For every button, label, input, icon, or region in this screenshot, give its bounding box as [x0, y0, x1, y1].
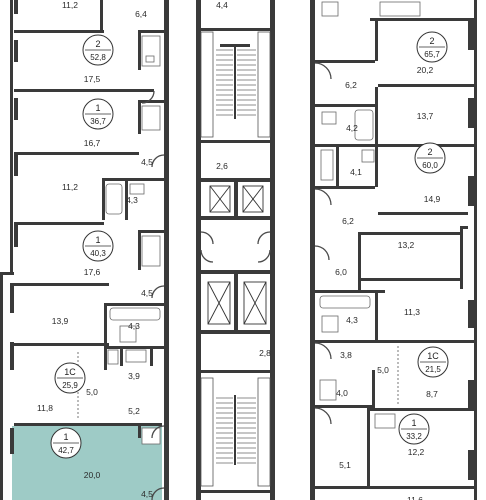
room-area-label: 4,5: [141, 489, 153, 499]
door-swings: [141, 62, 332, 500]
right-bathroom-fixtures: [319, 1, 421, 429]
room-area-label: 20,2: [417, 65, 434, 75]
elevator-shafts: [207, 185, 267, 325]
apartment-badges: 252,8136,7140,31С25,9142,7265,7260,01С21…: [50, 31, 449, 459]
room-area-label: 16,7: [84, 138, 101, 148]
apartment-badge[interactable]: 136,7: [82, 98, 114, 130]
apartment-rooms: 1: [63, 432, 68, 442]
apartment-rooms: 1С: [64, 367, 76, 377]
room-area-label: 11,6: [407, 495, 423, 500]
room-area-label: 4,5: [141, 157, 153, 167]
room-area-label: 5,0: [86, 387, 98, 397]
room-area-label: 4,2: [346, 123, 358, 133]
room-area-label: 4,4: [216, 0, 228, 10]
apartment-rooms: 1: [95, 235, 100, 245]
apartment-rooms: 2: [95, 39, 100, 49]
room-area-label: 4,1: [350, 167, 362, 177]
apartment-badge[interactable]: 265,7: [416, 31, 448, 63]
apartment-rooms: 1С: [427, 351, 439, 361]
apartment-badge[interactable]: 260,0: [414, 142, 446, 174]
core-walls: [196, 0, 315, 500]
stair-treads: [216, 49, 256, 464]
room-area-label: 14,9: [424, 194, 441, 204]
room-area-label: 3,8: [340, 350, 352, 360]
core-shafts: [200, 31, 271, 487]
left-wing-walls: [0, 0, 169, 500]
room-area-label: 6,2: [345, 80, 357, 90]
room-area-label: 4,3: [128, 321, 140, 331]
apartment-rooms: 1: [411, 418, 416, 428]
apartment-area: 21,5: [425, 365, 441, 374]
room-area-label: 11,2: [62, 182, 78, 192]
apartment-area: 36,7: [90, 117, 106, 126]
apartment-rooms: 1: [95, 103, 100, 113]
highlighted-apartment[interactable]: [12, 426, 162, 500]
room-area-label: 8,7: [426, 389, 438, 399]
apartment-badge[interactable]: 1С 21,5: [417, 346, 449, 378]
room-area-label: 5,2: [128, 406, 140, 416]
room-area-label: 20,0: [84, 470, 101, 480]
room-area-label: 13,7: [417, 111, 434, 121]
room-area-label: 4,0: [336, 388, 348, 398]
apartment-area: 60,0: [422, 161, 438, 170]
apartment-rooms: 2: [427, 147, 432, 157]
apartment-badge[interactable]: 133,2: [398, 413, 430, 445]
room-area-label: 11,3: [404, 307, 420, 317]
room-area-label: 6,0: [335, 267, 347, 277]
apartment-area: 33,2: [406, 432, 422, 441]
room-area-label: 17,5: [84, 74, 101, 84]
apartment-area: 40,3: [90, 249, 106, 258]
apartment-area: 42,7: [58, 446, 74, 455]
room-area-label: 2,6: [216, 161, 228, 171]
right-wing-walls: [315, 0, 477, 500]
room-area-labels: 11,26,44,417,516,74,511,24,32,617,64,513…: [37, 0, 441, 500]
apartment-badge[interactable]: 252,8: [82, 34, 114, 66]
apartment-area: 52,8: [90, 53, 106, 62]
room-area-label: 5,0: [377, 365, 389, 375]
room-area-label: 17,6: [84, 267, 101, 277]
room-area-label: 13,2: [398, 240, 415, 250]
room-area-label: 12,2: [408, 447, 425, 457]
apartment-rooms: 2: [429, 36, 434, 46]
room-area-label: 6,4: [135, 9, 147, 19]
apartment-badge[interactable]: 142,7: [50, 427, 82, 459]
left-bathroom-fixtures: [105, 35, 161, 445]
apartment-area: 65,7: [424, 50, 440, 59]
room-area-label: 4,3: [126, 195, 138, 205]
room-area-label: 13,9: [52, 316, 69, 326]
apartment-badge[interactable]: 1С 25,9: [54, 362, 86, 394]
room-area-label: 6,2: [342, 216, 354, 226]
room-area-label: 4,5: [141, 288, 153, 298]
room-area-label: 3,9: [128, 371, 140, 381]
room-area-label: 2,8: [259, 348, 271, 358]
room-area-label: 5,1: [339, 460, 351, 470]
room-area-label: 11,2: [62, 0, 78, 10]
apartment-area: 25,9: [62, 381, 78, 390]
room-area-label: 11,8: [37, 403, 53, 413]
room-area-label: 4,3: [346, 315, 358, 325]
apartment-badge[interactable]: 140,3: [82, 230, 114, 262]
